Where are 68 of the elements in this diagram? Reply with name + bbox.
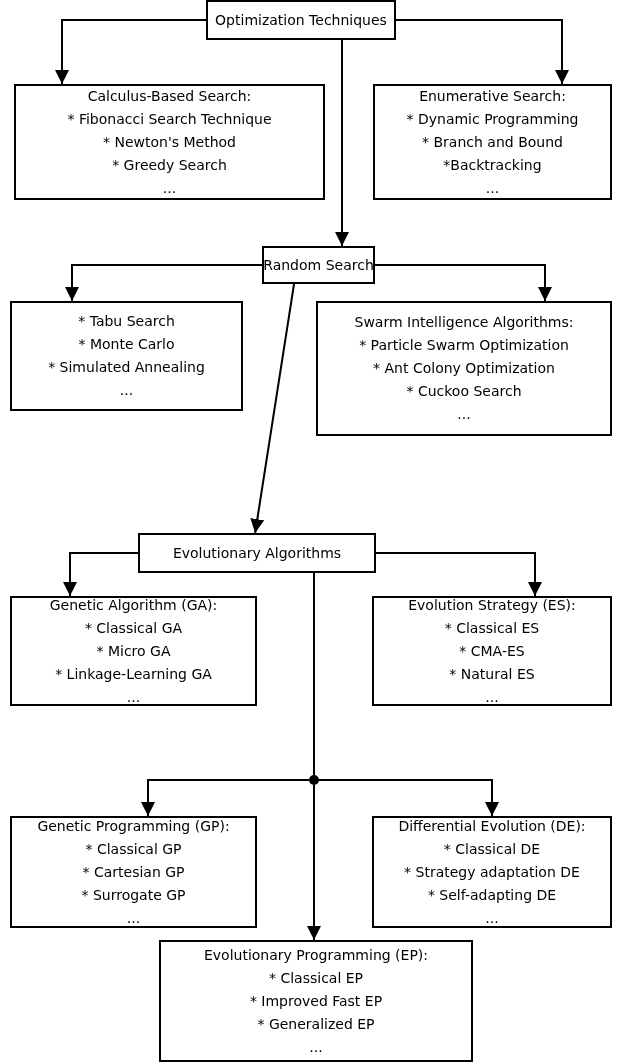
arrow <box>65 264 263 302</box>
connector-line <box>313 572 315 776</box>
list-item: * Classical GA <box>84 618 183 638</box>
arrow <box>63 552 139 597</box>
arrow <box>375 552 542 597</box>
list-item: *Backtracking <box>443 155 542 175</box>
process-box: Optimization Techniques <box>206 0 396 40</box>
list-item: ... <box>162 178 177 198</box>
box-heading: Genetic Algorithm (GA): <box>49 595 218 615</box>
arrow <box>55 19 207 85</box>
box-heading: Swarm Intelligence Algorithms: <box>354 313 574 332</box>
list-item: ... <box>457 405 471 424</box>
list-item: * Classical EP <box>268 968 364 988</box>
list-item: * Linkage-Learning GA <box>55 664 212 684</box>
arrow <box>395 19 569 85</box>
list-item: * Classical GP <box>85 839 182 859</box>
list-item: * Greedy Search <box>112 155 227 175</box>
category-box <box>372 816 612 928</box>
list-item: ... <box>485 687 499 707</box>
list-item: * Classical DE <box>443 839 541 859</box>
box-heading: Genetic Programming (GP): <box>37 816 230 836</box>
box-heading: Differential Evolution (DE): <box>398 816 586 836</box>
category-box <box>159 940 473 1062</box>
box-heading: Calculus-Based Search: <box>87 86 252 106</box>
box-heading: Enumerative Search: <box>419 86 566 106</box>
arrow <box>374 264 552 302</box>
list-item: * Micro GA <box>96 641 171 661</box>
list-item: * Monte Carlo <box>78 335 175 354</box>
arrow <box>335 39 349 247</box>
list-item: * Natural ES <box>449 664 535 684</box>
list-item: * Surrogate GP <box>81 885 186 905</box>
list-item: * Improved Fast EP <box>249 991 383 1011</box>
category-box <box>316 301 612 436</box>
process-box: Random Search <box>262 246 375 284</box>
list-item: * Fibonacci Search Technique <box>67 109 272 129</box>
category-box <box>372 596 612 706</box>
category-box <box>373 84 612 200</box>
list-item: * Classical ES <box>444 618 540 638</box>
list-item: ... <box>309 1037 323 1057</box>
list-item: * Simulated Annealing <box>48 358 205 377</box>
box-heading: Evolution Strategy (ES): <box>408 595 576 615</box>
list-item: * CMA-ES <box>459 641 525 661</box>
list-item: ... <box>126 687 141 707</box>
list-item: * Cuckoo Search <box>406 382 522 401</box>
list-item: * Particle Swarm Optimization <box>359 336 569 355</box>
arrow <box>307 784 321 941</box>
category-box <box>10 816 257 928</box>
arrow <box>318 779 499 817</box>
category-box <box>14 84 325 200</box>
box-heading: * Tabu Search <box>78 312 175 331</box>
box-heading: Evolutionary Programming (EP): <box>203 945 429 965</box>
list-item: * Branch and Bound <box>422 132 563 152</box>
list-item: * Strategy adaptation DE <box>404 862 580 882</box>
list-item: * Self-adapting DE <box>427 885 557 905</box>
list-item: ... <box>485 908 499 928</box>
list-item: * Ant Colony Optimization <box>373 359 555 378</box>
list-item: ... <box>126 908 141 928</box>
process-box: Evolutionary Algorithms <box>138 533 376 573</box>
category-box <box>10 596 257 706</box>
arrow <box>250 283 296 534</box>
list-item: ... <box>119 381 134 400</box>
list-item: * Dynamic Programming <box>406 109 579 129</box>
category-box <box>10 301 243 411</box>
arrow <box>141 779 310 817</box>
list-item: * Cartesian GP <box>82 862 185 882</box>
list-item: * Generalized EP <box>257 1014 375 1034</box>
list-item: ... <box>485 178 500 198</box>
list-item: * Newton's Method <box>103 132 236 152</box>
